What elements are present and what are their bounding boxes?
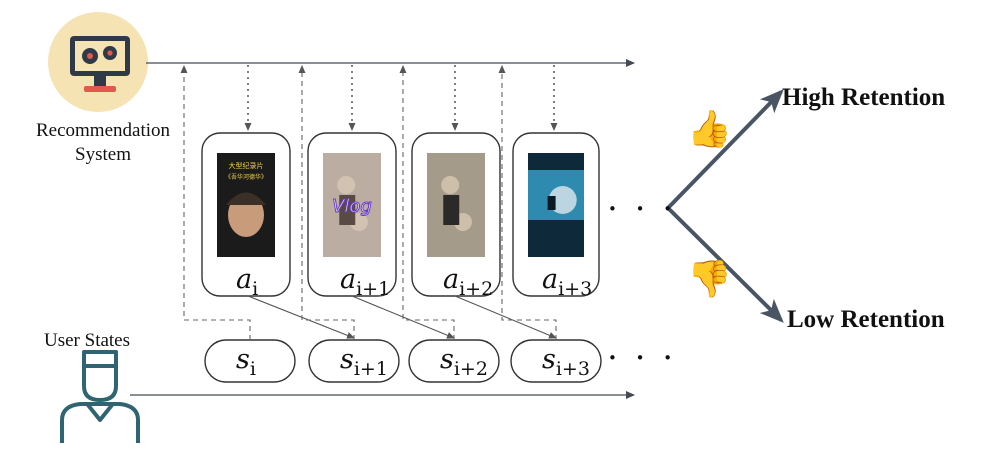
recommendation-system-label: Recommendation System xyxy=(18,119,188,167)
video-thumbnail xyxy=(528,153,584,257)
system-label-line2: System xyxy=(75,144,131,165)
monitor-gears-icon xyxy=(48,12,148,112)
timestep-3: ai+3si+3 xyxy=(498,65,602,383)
action-subscript: i+1 xyxy=(356,278,390,300)
timestep-2: ai+2si+2 xyxy=(399,65,557,383)
state-subscript: i xyxy=(250,358,256,380)
action-base: a xyxy=(542,264,558,295)
state-feedback-arrow xyxy=(498,65,557,340)
state-label: si+2 xyxy=(440,344,488,380)
low-retention-label: Low Retention xyxy=(787,306,945,333)
card2-overlay-text: Vlog xyxy=(332,196,372,217)
state-base: s xyxy=(236,344,250,375)
thumbs-down-icon: 👎 xyxy=(687,259,732,300)
high-retention-label: High Retention xyxy=(782,84,946,111)
state-label: si xyxy=(236,344,256,380)
states-ellipsis: • • • xyxy=(608,349,679,367)
action-subscript: i+3 xyxy=(558,278,592,300)
transition-arrow xyxy=(454,295,557,339)
state-subscript: i+1 xyxy=(354,358,388,380)
state-base: s xyxy=(440,344,454,375)
user-states-label: User States xyxy=(44,330,131,351)
low-retention-arrow xyxy=(666,206,784,323)
system-label-line1: Recommendation xyxy=(35,120,171,141)
state-label: si+1 xyxy=(340,344,388,380)
user-avatar-icon xyxy=(60,350,140,443)
video-thumbnail xyxy=(427,153,485,257)
action-base: a xyxy=(236,264,252,295)
action-base: a xyxy=(443,264,459,295)
state-feedback-arrow xyxy=(298,65,355,340)
state-base: s xyxy=(340,344,354,375)
transition-arrow xyxy=(247,295,355,339)
video-thumbnail: 大型纪录片《吾华河德华》 xyxy=(217,153,275,257)
state-base: s xyxy=(542,344,556,375)
action-subscript: i+2 xyxy=(459,278,493,300)
video-thumbnail: Vlog xyxy=(323,153,381,257)
state-subscript: i+2 xyxy=(454,358,488,380)
action-label: ai+3 xyxy=(542,264,592,300)
thumbs-up-icon: 👍 xyxy=(687,109,732,150)
high-retention-arrow xyxy=(666,89,784,210)
card1-title: 大型纪录片 xyxy=(229,161,264,170)
card1-subtitle: 《吾华河德华》 xyxy=(225,173,267,181)
action-label: ai+2 xyxy=(443,264,493,300)
state-label: si+3 xyxy=(542,344,590,380)
state-feedback-arrow xyxy=(180,65,251,340)
state-subscript: i+3 xyxy=(556,358,590,380)
actions-ellipsis: • • • xyxy=(608,200,679,218)
action-label: ai xyxy=(236,264,258,300)
action-subscript: i xyxy=(252,278,258,300)
action-base: a xyxy=(340,264,356,295)
state-feedback-arrow xyxy=(399,65,455,340)
action-label: ai+1 xyxy=(340,264,390,300)
